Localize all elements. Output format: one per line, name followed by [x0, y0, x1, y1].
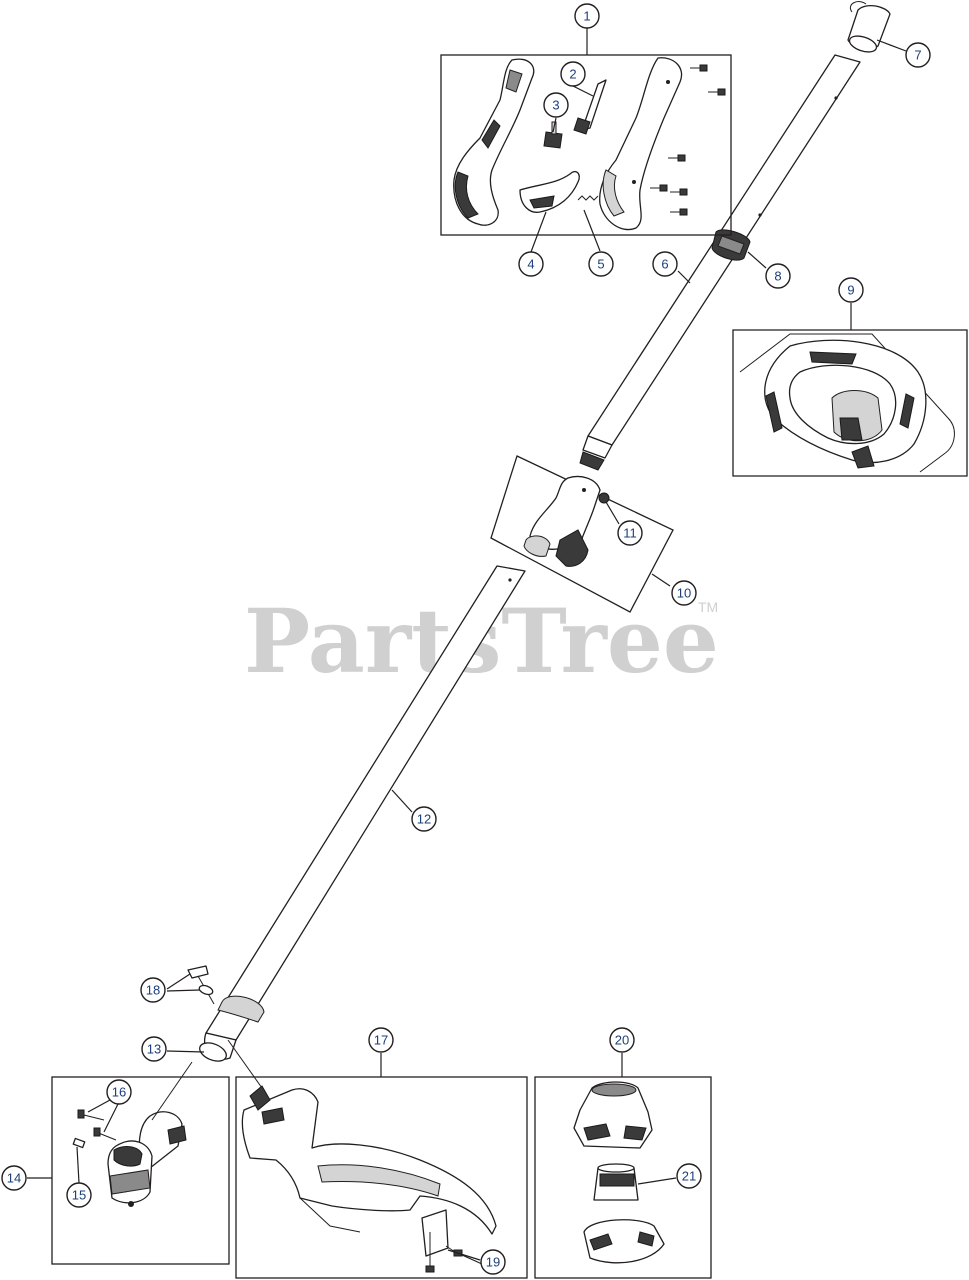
callout-5[interactable]: 5	[588, 251, 614, 277]
callout-16[interactable]: 16	[106, 1079, 132, 1105]
coupler-part[interactable]	[523, 475, 601, 567]
callout-19-label: 19	[486, 1255, 500, 1270]
callout-6[interactable]: 6	[652, 251, 678, 277]
callout-5-label: 5	[597, 257, 604, 272]
lower-shaft[interactable]	[197, 565, 526, 1089]
gearhead-pin-part[interactable]	[72, 1137, 86, 1149]
callout-2[interactable]: 2	[560, 61, 586, 87]
assist-handle-box	[732, 329, 968, 477]
callout-10[interactable]: 10	[671, 580, 697, 606]
guard-part[interactable]	[241, 1085, 497, 1235]
callout-11[interactable]: 11	[617, 520, 643, 546]
handle-screws[interactable]	[650, 64, 726, 216]
callout-14-label: 14	[7, 1171, 21, 1186]
leader-lines	[27, 28, 907, 1265]
spool-part[interactable]	[593, 1163, 639, 1201]
callout-12[interactable]: 12	[411, 806, 437, 832]
callout-17-label: 17	[374, 1033, 388, 1048]
callout-14[interactable]: 14	[1, 1165, 27, 1191]
bump-cap-part[interactable]	[583, 1219, 665, 1264]
callout-13[interactable]: 13	[141, 1036, 167, 1062]
callout-18-label: 18	[146, 983, 160, 998]
trimmer-head-box	[534, 1076, 712, 1279]
callout-17[interactable]: 17	[368, 1027, 394, 1053]
callout-21[interactable]: 21	[676, 1163, 702, 1189]
callout-10-label: 10	[677, 586, 691, 601]
callout-7[interactable]: 7	[905, 42, 931, 68]
clamp-hardware-part[interactable]	[187, 965, 215, 1005]
trimmer-head-part[interactable]	[573, 1081, 653, 1149]
callout-15[interactable]: 15	[66, 1182, 92, 1208]
coupler-box	[490, 455, 674, 613]
gearhead-screws-part[interactable]	[77, 1109, 117, 1141]
callout-3[interactable]: 3	[543, 92, 569, 118]
callout-18[interactable]: 18	[140, 977, 166, 1003]
callout-9[interactable]: 9	[838, 277, 864, 303]
guard-screws-part[interactable]	[421, 1209, 463, 1273]
assist-handle-part[interactable]	[764, 339, 927, 469]
callout-4-label: 4	[527, 257, 534, 272]
gearhead-box	[51, 1076, 230, 1265]
callout-16-label: 16	[112, 1085, 126, 1100]
callout-12-label: 12	[417, 812, 431, 827]
callout-21-label: 21	[682, 1169, 696, 1184]
callout-20-label: 20	[615, 1033, 629, 1048]
callout-13-label: 13	[147, 1042, 161, 1057]
callout-9-label: 9	[847, 283, 854, 298]
callout-15-label: 15	[72, 1188, 86, 1203]
end-cap-part[interactable]	[847, 1, 891, 55]
callout-8[interactable]: 8	[765, 263, 791, 289]
callout-1-label: 1	[583, 9, 590, 24]
callout-3-label: 3	[552, 98, 559, 113]
callout-11-label: 11	[623, 526, 637, 541]
wire-harness-part[interactable]	[573, 79, 607, 135]
knob-part[interactable]	[598, 492, 610, 504]
callout-7-label: 7	[914, 48, 921, 63]
handle-assembly-box	[440, 54, 732, 236]
switch-part[interactable]	[543, 121, 563, 149]
trigger-part[interactable]	[519, 170, 580, 213]
spring-part[interactable]	[577, 195, 599, 201]
gearhead-part[interactable]	[107, 1061, 193, 1207]
callout-1[interactable]: 1	[574, 3, 600, 29]
callout-6-label: 6	[661, 257, 668, 272]
handle-halves-part[interactable]	[453, 57, 683, 231]
callout-2-label: 2	[569, 67, 576, 82]
callout-20[interactable]: 20	[609, 1027, 635, 1053]
watermark-trademark: TM	[698, 599, 718, 615]
callout-4[interactable]: 4	[518, 251, 544, 277]
callout-19[interactable]: 19	[480, 1249, 506, 1275]
sleeve-part[interactable]	[711, 229, 751, 261]
callout-8-label: 8	[774, 269, 781, 284]
